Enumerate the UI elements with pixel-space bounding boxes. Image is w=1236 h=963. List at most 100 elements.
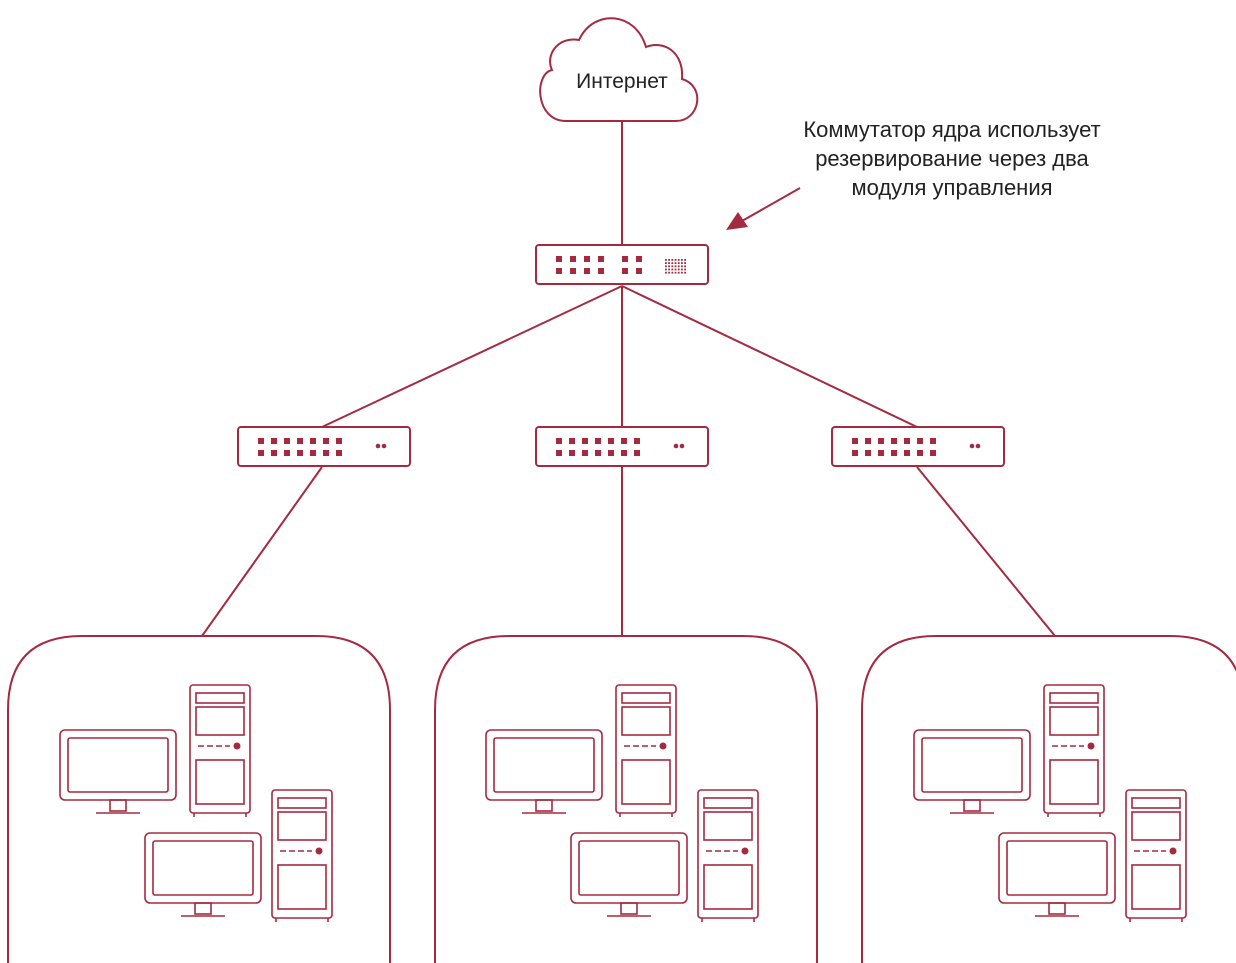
- switch-port: [310, 438, 316, 444]
- workstations: [59, 684, 333, 922]
- switch-port: [636, 268, 642, 274]
- switch-port: [336, 438, 342, 444]
- switch-port: [297, 438, 303, 444]
- annotation-arrow-shaft: [741, 187, 801, 222]
- management-port-dot: [671, 271, 674, 274]
- internet-cloud: Интернет: [539, 17, 699, 122]
- access-switch-middle-ports: [556, 438, 685, 456]
- workstations: [913, 684, 1187, 922]
- management-port-dot: [684, 271, 686, 274]
- management-port-dot: [665, 259, 667, 261]
- management-port-dot: [681, 265, 683, 268]
- switch-port: [336, 450, 342, 456]
- switch-port: [621, 450, 627, 456]
- switch-port: [323, 438, 329, 444]
- switch-port: [622, 268, 628, 274]
- switch-port: [284, 450, 290, 456]
- switch-port: [930, 438, 936, 444]
- switch-port: [598, 256, 604, 262]
- switch-port: [297, 450, 303, 456]
- workstation-group-left: [7, 635, 391, 963]
- switch-port: [584, 268, 590, 274]
- management-port-dot: [674, 259, 677, 261]
- annotation-line-1: Коммутатор ядра использует: [803, 117, 1100, 142]
- access-switch-middle: [535, 426, 709, 467]
- switch-port: [556, 268, 562, 274]
- management-port-dot: [674, 262, 677, 264]
- switch-port: [584, 256, 590, 262]
- switch-port: [852, 450, 858, 456]
- management-port-dot: [681, 268, 683, 271]
- management-port-dot: [674, 268, 677, 271]
- management-port-dot: [677, 271, 680, 274]
- workstation-group-right: [861, 635, 1236, 963]
- cloud-icon: [539, 17, 699, 122]
- switch-port: [258, 450, 264, 456]
- switch-port: [271, 450, 277, 456]
- management-port-dot: [677, 265, 680, 268]
- switch-port: [556, 438, 562, 444]
- switch-port: [284, 438, 290, 444]
- switch-port: [582, 450, 588, 456]
- switch-port: [608, 438, 614, 444]
- pc-tower-icon: [1125, 789, 1187, 922]
- core-switch-annotation: Коммутатор ядра использует резервировани…: [726, 117, 1101, 230]
- pc-tower-icon: [697, 789, 759, 922]
- management-port-dot: [671, 268, 674, 271]
- group-container: [434, 635, 818, 963]
- annotation-line-2: резервирование через два: [815, 146, 1089, 171]
- monitor-icon: [485, 729, 603, 814]
- workstation-group-middle: [434, 635, 818, 963]
- monitor-icon: [570, 832, 688, 917]
- switch-port: [904, 438, 910, 444]
- switch-port: [570, 268, 576, 274]
- switch-port: [634, 438, 640, 444]
- management-port-dot: [681, 262, 683, 264]
- management-port-dot: [668, 268, 670, 271]
- management-port-dot: [681, 271, 683, 274]
- group-container: [861, 635, 1236, 963]
- switch-port: [878, 450, 884, 456]
- management-port-dot: [677, 262, 680, 264]
- status-led: [969, 443, 975, 449]
- management-port-dot: [671, 265, 674, 268]
- status-led: [381, 443, 387, 449]
- connection-lines: [201, 122, 1056, 637]
- pc-tower-icon: [271, 789, 333, 922]
- core-to-right-switch-link: [621, 285, 918, 428]
- switch-port: [917, 438, 923, 444]
- management-port-dot: [674, 265, 677, 268]
- management-port-dot: [665, 271, 667, 274]
- switch-port: [595, 438, 601, 444]
- management-port-dot: [684, 268, 686, 271]
- management-port-dot: [677, 268, 680, 271]
- pc-tower-icon: [1043, 684, 1105, 817]
- switch-port: [323, 450, 329, 456]
- switch-port: [891, 438, 897, 444]
- switch-port: [891, 450, 897, 456]
- pc-tower-icon: [189, 684, 251, 817]
- monitor-icon: [913, 729, 1031, 814]
- switch-port: [878, 438, 884, 444]
- access-switch-right-ports: [852, 438, 981, 456]
- core-switch-icon: [535, 244, 709, 285]
- status-led: [375, 443, 381, 449]
- management-port-dot: [684, 265, 686, 268]
- management-port-dot: [671, 262, 674, 264]
- monitor-icon: [59, 729, 177, 814]
- switch-port: [930, 450, 936, 456]
- management-port-dot: [684, 262, 686, 264]
- switch-port: [636, 256, 642, 262]
- left-switch-to-group-link: [201, 466, 323, 637]
- status-led: [673, 443, 679, 449]
- access-switch-left-ports: [258, 438, 387, 456]
- management-port-dot: [668, 259, 670, 261]
- management-port-dot: [684, 259, 686, 261]
- switch-port: [582, 438, 588, 444]
- management-port-dot: [668, 265, 670, 268]
- access-switch-icon: [831, 426, 1005, 467]
- management-port-dot: [665, 268, 667, 271]
- internet-label: Интернет: [576, 70, 668, 93]
- access-switch-icon: [535, 426, 709, 467]
- switch-port: [621, 438, 627, 444]
